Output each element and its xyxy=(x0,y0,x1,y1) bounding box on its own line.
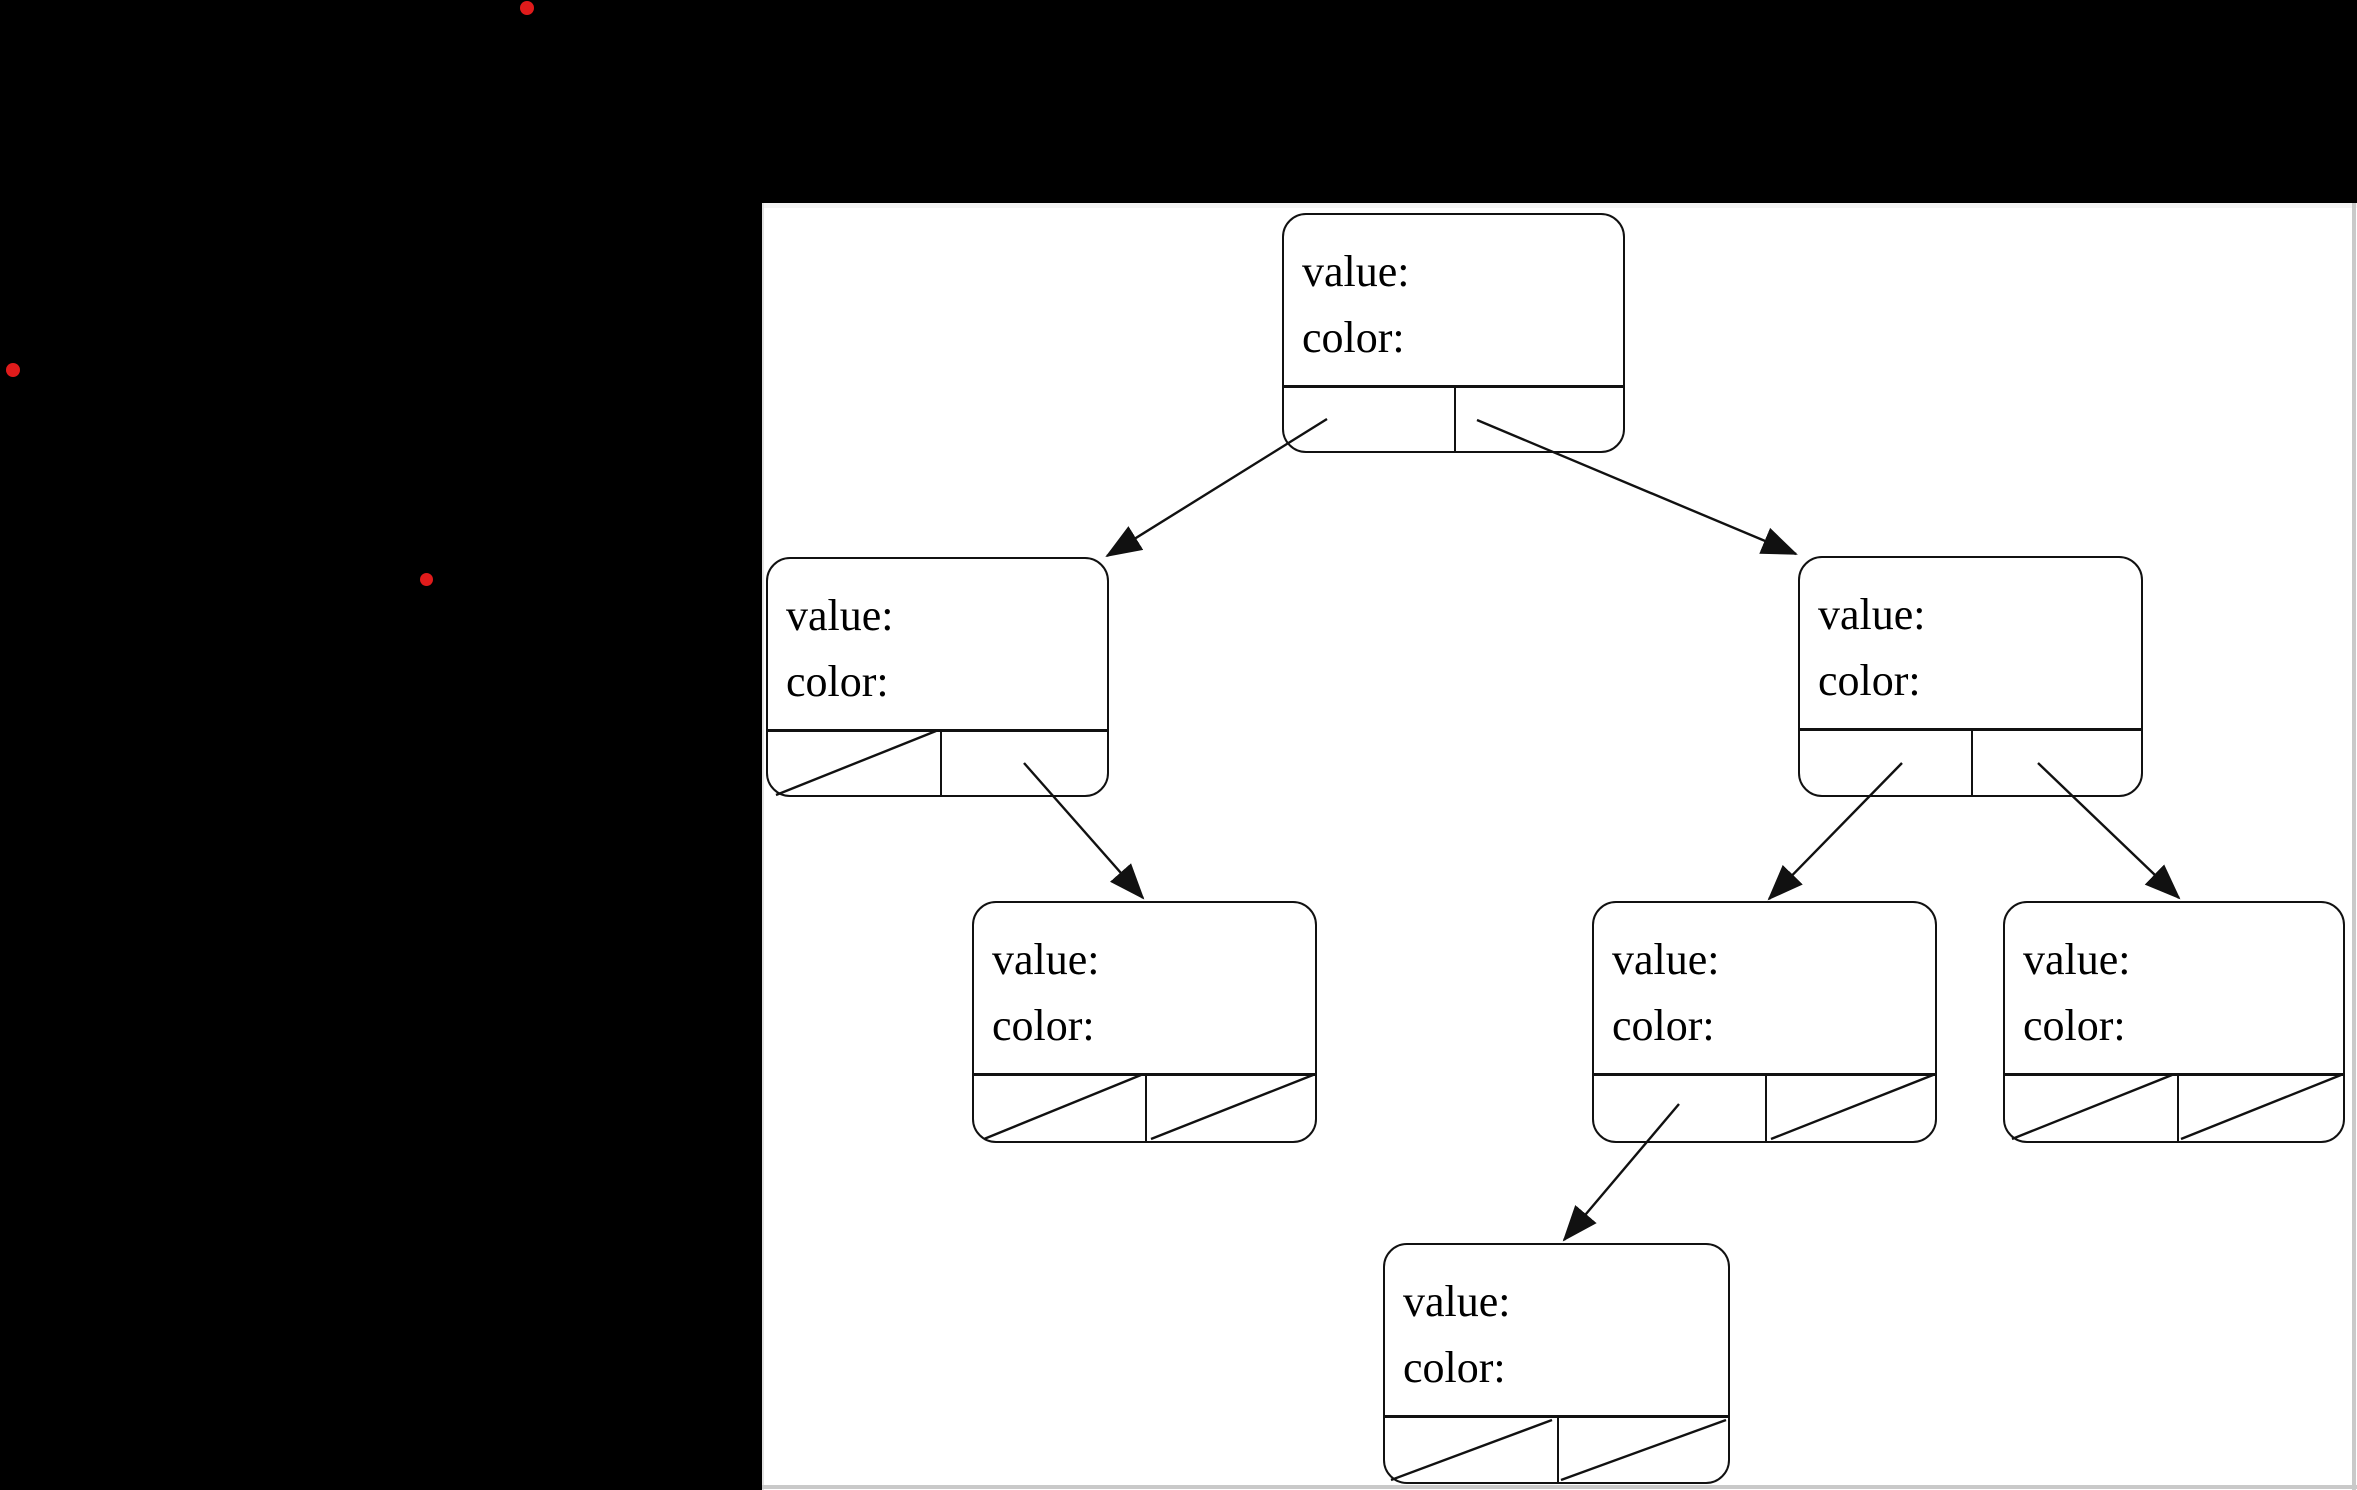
pointer-row xyxy=(2005,1073,2343,1141)
node-value-label: value: xyxy=(2023,935,2131,984)
node-color-label: color: xyxy=(1612,1001,1715,1050)
pointer-cell-divider xyxy=(1557,1417,1560,1482)
node-value-label: value: xyxy=(1818,590,1926,639)
node-color-label: color: xyxy=(1302,313,1405,362)
node-color-label: color: xyxy=(1403,1343,1506,1392)
tree-node-bottom-great-grandchild: value: color: xyxy=(1383,1243,1730,1484)
node-value-label: value: xyxy=(1302,247,1410,296)
tree-node-left-child: value: color: xyxy=(766,557,1109,797)
tree-node-right-child: value: color: xyxy=(1798,556,2143,797)
node-color-label: color: xyxy=(2023,1001,2126,1050)
node-value-label: value: xyxy=(1612,935,1720,984)
tree-node-root: value: color: xyxy=(1282,213,1625,453)
node-value-label: value: xyxy=(786,591,894,640)
tree-node-left-right-grandchild: value: color: xyxy=(972,901,1317,1143)
node-color-label: color: xyxy=(1818,656,1921,705)
document-page: value: color: value: color: value: color… xyxy=(762,203,2357,1490)
pointer-row xyxy=(768,729,1107,795)
pointer-row xyxy=(1594,1073,1935,1141)
pointer-row xyxy=(974,1073,1315,1141)
node-value-label: value: xyxy=(992,935,1100,984)
node-color-label: color: xyxy=(786,657,889,706)
pointer-cell-divider xyxy=(1765,1075,1768,1141)
pointer-cell-divider xyxy=(1971,730,1974,795)
pointer-cell-divider xyxy=(940,731,943,795)
pointer-row xyxy=(1385,1415,1728,1482)
page-right-edge xyxy=(2352,203,2356,1490)
red-pointer-dot xyxy=(6,363,20,377)
pointer-row xyxy=(1800,728,2141,795)
node-value-label: value: xyxy=(1403,1277,1511,1326)
page-left-edge xyxy=(762,203,764,1490)
page-top-edge xyxy=(762,203,2357,208)
page-bottom-edge xyxy=(762,1485,2357,1489)
node-color-label: color: xyxy=(992,1001,1095,1050)
tree-node-right-left-grandchild: value: color: xyxy=(1592,901,1937,1143)
tree-node-right-right-grandchild: value: color: xyxy=(2003,901,2345,1143)
red-pointer-dot xyxy=(520,1,534,15)
pointer-cell-divider xyxy=(1145,1075,1148,1141)
pointer-row xyxy=(1284,385,1623,451)
red-pointer-dot xyxy=(420,573,433,586)
pointer-cell-divider xyxy=(2177,1075,2180,1141)
pointer-cell-divider xyxy=(1454,387,1457,451)
